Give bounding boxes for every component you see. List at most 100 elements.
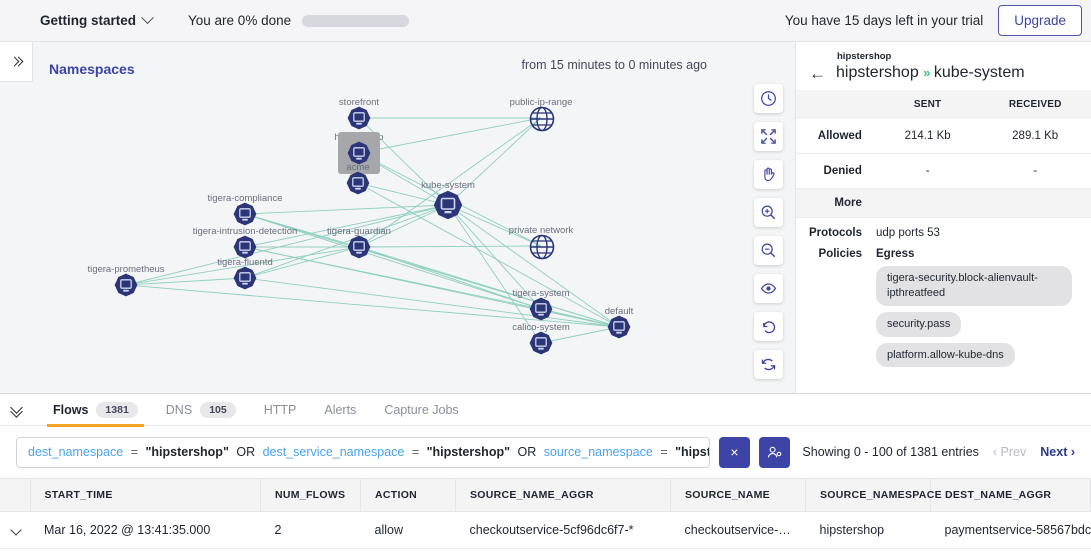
tab-badge: 105	[200, 401, 236, 418]
expand-icon[interactable]	[754, 122, 783, 151]
policy-pill[interactable]: tigera-security.block-alienvault-ipthrea…	[876, 266, 1072, 306]
protocols-value: udp ports 53	[876, 227, 940, 239]
query-token-or: OR	[236, 445, 256, 459]
tab-alerts[interactable]: Alerts	[310, 394, 370, 426]
graph-node-storefront[interactable]	[347, 106, 371, 130]
cell-source_name: checkoutservice-…	[670, 511, 806, 549]
col-start_time[interactable]: START_TIME	[30, 478, 261, 512]
col-source_name[interactable]: SOURCE_NAME	[670, 478, 806, 512]
graph-node-hipstershop[interactable]	[338, 132, 380, 174]
cell-source_namespace: hipstershop	[805, 511, 931, 549]
policies-value: Egress tigera-security.block-alienvault-…	[876, 248, 1091, 368]
trial-label: You have 15 days left in your trial	[784, 13, 984, 28]
refresh-icon[interactable]	[754, 350, 783, 379]
protocols-row: Protocols udp ports 53	[796, 218, 1091, 239]
tab-dns[interactable]: DNS 105	[152, 394, 250, 426]
graph-node-kube-system[interactable]	[433, 190, 463, 220]
policies-row: Policies Egress tigera-security.block-al…	[796, 239, 1091, 368]
policy-pill-list: tigera-security.block-alienvault-ipthrea…	[876, 260, 1091, 368]
tab-label: DNS	[165, 402, 193, 417]
details-title-row: ← hipstershop » kube-system	[809, 64, 1091, 82]
graph-node-acme[interactable]	[346, 171, 370, 195]
graph-node-tigera-system[interactable]	[529, 297, 553, 321]
policy-pill[interactable]: security.pass	[876, 311, 962, 337]
tab-label: Flows	[53, 402, 89, 417]
clock-icon[interactable]	[754, 84, 783, 113]
query-token-field: source_namespace	[543, 445, 653, 459]
row-expand-button[interactable]	[0, 511, 30, 549]
next-page-button[interactable]: Next ›	[1040, 445, 1075, 459]
eye-icon[interactable]	[754, 274, 783, 303]
traffic-row-received: -	[979, 153, 1091, 189]
tab-label: Alerts	[324, 402, 357, 417]
policies-label: Policies	[818, 248, 862, 260]
policy-pill[interactable]: platform.allow-kube-dns	[876, 342, 1015, 368]
graph-node-default[interactable]	[607, 315, 631, 339]
service-graph-panel[interactable]: Namespaces from 15 minutes to 0 minutes …	[0, 42, 795, 393]
tab-capture-jobs[interactable]: Capture Jobs	[370, 394, 472, 426]
graph-node-calico-system[interactable]	[529, 331, 553, 355]
query-input[interactable]: dest_namespace = "hipstershop" OR dest_s…	[16, 436, 710, 468]
bottom-panel: Flows 1381 DNS 105 HTTP Alerts Capture Jobs de…	[0, 393, 1091, 551]
pagination: Showing 0 - 100 of 1381 entries ‹ Prev N…	[802, 445, 1075, 459]
flow-direction-icon: »	[923, 65, 930, 80]
traffic-row-sent: -	[875, 153, 980, 189]
col-action[interactable]: ACTION	[360, 478, 456, 512]
traffic-row-label: Denied	[796, 153, 876, 189]
cell-num_flows: 2	[260, 511, 361, 549]
details-header: hipstershop ← hipstershop » kube-system	[796, 42, 1091, 90]
col-source_name_aggr[interactable]: SOURCE_NAME_AGGR	[455, 478, 671, 512]
back-arrow-icon[interactable]: ←	[809, 63, 826, 83]
traffic-row-received: 289.1 Kb	[979, 119, 1091, 154]
tab-http[interactable]: HTTP	[250, 394, 311, 426]
details-title: hipstershop » kube-system	[836, 64, 1025, 82]
cell-start_time: Mar 16, 2022 @ 13:41:35.000	[30, 511, 261, 549]
prev-page-button[interactable]: ‹ Prev	[992, 445, 1027, 459]
graph-node-private-network[interactable]	[529, 234, 555, 260]
zoom-out-icon[interactable]	[754, 236, 783, 265]
tab-flows[interactable]: Flows 1381	[39, 394, 152, 427]
cell-dest_name_aggr: paymentservice-58567bdc	[930, 511, 1091, 549]
hand-icon[interactable]	[754, 160, 783, 189]
bottom-tabs: Flows 1381 DNS 105 HTTP Alerts Capture Jobs	[0, 394, 1091, 427]
more-spacer-1	[875, 188, 980, 218]
tab-badge: 1381	[96, 401, 138, 418]
clear-query-button[interactable]: ×	[719, 436, 750, 468]
chevron-down-icon	[10, 524, 22, 536]
collapse-panel-icon[interactable]	[10, 401, 23, 418]
graph-node-tigera-compliance[interactable]	[233, 202, 257, 226]
col-sent: SENT	[875, 90, 980, 119]
graph-node-tigera-prometheus[interactable]	[114, 273, 138, 297]
upgrade-button[interactable]: Upgrade	[998, 5, 1082, 36]
graph-node-public-ip-range[interactable]	[529, 106, 555, 132]
graph-node-tigera-fluentd[interactable]	[233, 266, 257, 290]
col-num_flows[interactable]: NUM_FLOWS	[260, 478, 361, 512]
graph-node-tigera-intrusion-detection[interactable]	[233, 235, 257, 259]
table-header-row: SENT RECEIVED	[796, 90, 1091, 119]
col-dest_name_aggr[interactable]: DEST_NAME_AGGR	[930, 478, 1091, 512]
col-expander	[0, 478, 31, 512]
more-row[interactable]: More	[796, 188, 1091, 218]
col-source_namespace[interactable]: SOURCE_NAMESPACE	[805, 478, 942, 512]
cell-source_name_aggr: checkoutservice-5cf96dc6f7-*	[455, 511, 671, 549]
traffic-row-label: Allowed	[796, 119, 876, 154]
search-row: dest_namespace = "hipstershop" OR dest_s…	[0, 426, 1091, 478]
details-context-label: hipstershop	[837, 51, 892, 62]
details-destination: kube-system	[933, 64, 1025, 81]
query-token-field: dest_service_namespace	[262, 445, 405, 459]
graph-edges	[125, 117, 620, 344]
progress-label: You are 0% done	[188, 13, 292, 28]
chevron-down-icon	[141, 11, 154, 25]
graph-node-tigera-guardian[interactable]	[347, 235, 371, 259]
col-blank	[796, 90, 876, 119]
showing-entries-label: Showing 0 - 100 of 1381 entries	[802, 445, 979, 459]
manage-filters-button[interactable]	[759, 436, 790, 468]
sidebar-expand-button[interactable]	[0, 42, 33, 82]
getting-started-menu[interactable]: Getting started	[40, 11, 154, 28]
zoom-in-icon[interactable]	[754, 198, 783, 227]
undo-icon[interactable]	[754, 312, 783, 341]
